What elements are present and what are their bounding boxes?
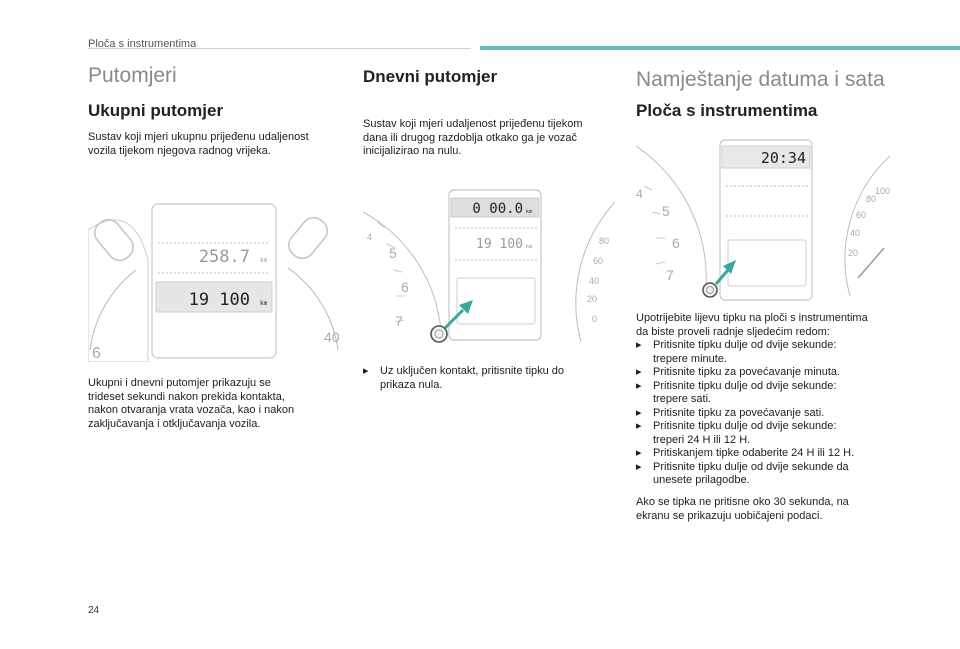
bullet-icon: ▸ [636, 420, 642, 432]
section-title-odometers: Putomjeri [88, 64, 177, 87]
list-item: ▸ Pritiskanjem tipke odaberite 24 H ili 1… [636, 447, 936, 461]
bullet-icon: ▸ [636, 447, 642, 459]
bullet-icon: ▸ [636, 366, 642, 378]
rpm-tick: 7 [395, 313, 403, 329]
list-item: ▸ Pritisnite tipku za povećavanje sati. [636, 407, 936, 421]
speed-tick: 100 [875, 186, 890, 196]
instrument-panel-figure-clock: 4 5 6 7 20:34 100 80 60 40 20 [636, 136, 890, 302]
trip-unit: km [260, 257, 268, 264]
total-odometer-value: 19 100 [189, 290, 250, 310]
text-line: zaključavanja i otključavanja vozila. [88, 417, 261, 430]
rpm-tick: 5 [389, 245, 397, 261]
text-line: da biste proveli radnje sljedećim redom: [636, 325, 830, 338]
speed-tick: 40 [850, 228, 860, 238]
intro-trip-odometer: Sustav koji mjeri udaljenost prijeđenu t… [363, 118, 625, 159]
trip-odometer-reset-value: 0 00.0 [472, 201, 523, 217]
date-time-steps: ▸ Pritisnite tipku dulje od dvije sekunde… [636, 339, 936, 488]
text-line: inicijalizirao na nulu. [363, 145, 462, 157]
text-line: trideset sekundi nakon prekida kontakta, [88, 390, 285, 403]
text-line: Sustav koji mjeri udaljenost prijeđenu t… [363, 118, 583, 130]
speed-tick: 40 [589, 276, 599, 286]
intro-total-odometer: Sustav koji mjeri ukupnu prijeđenu udalj… [88, 131, 350, 158]
speed-tick: 20 [587, 294, 597, 304]
text-line: Ukupni i dnevni putomjer prikazuju se [88, 377, 271, 389]
total-odometer-value: 19 100 [476, 237, 523, 252]
title-trip-odometer: Dnevni putomjer [363, 67, 498, 86]
bullet-icon: ▸ [363, 365, 369, 377]
rpm-tick: 5 [662, 203, 670, 219]
rpm-tick: 4 [636, 187, 643, 201]
speed-tick: 60 [593, 256, 603, 266]
section-title-date-time: Namještanje datuma i sata [636, 68, 885, 91]
text-line: dana ili drugog razdoblja otkako ga je v… [363, 131, 578, 144]
text-line: Pritisnite tipku za povećavanje sati. [653, 406, 825, 419]
page-number: 24 [88, 605, 100, 616]
text-line: ekranu se prikazuju uobičajeni podaci. [636, 509, 823, 522]
text-line: Pritisnite tipku dulje od dvije sekunde … [653, 460, 849, 473]
clock-display: 20:34 [761, 149, 806, 167]
bullet-icon: ▸ [636, 379, 642, 392]
text-line: Pritisnite tipku dulje od dvije sekunde: [653, 420, 837, 432]
pointer-arrow-icon [443, 300, 473, 330]
rpm-tick: 6 [672, 235, 680, 251]
text-line: Upotrijebite lijevu tipku na ploči s ins… [636, 312, 868, 324]
gauge-label-right: 40 [324, 329, 340, 345]
rpm-tick: 4 [367, 232, 372, 242]
text-line: Pritisnite tipku za povećavanje minuta. [653, 366, 841, 378]
list-item: ▸ Pritisnite tipku dulje od dvije sekunde… [636, 339, 936, 366]
list-item: ▸ Pritisnite tipku dulje od dvije sekunde… [636, 420, 936, 447]
speed-tick: 60 [856, 210, 866, 220]
speed-tick: 20 [848, 248, 858, 258]
intro-date-time: Upotrijebite lijevu tipku na ploči s ins… [636, 312, 936, 339]
text-line: treperi 24 H ili 12 H. [653, 433, 751, 446]
list-item: ▸ Pritisnite tipku dulje od dvije sekunde… [636, 461, 936, 488]
outro-total-odometer: Ukupni i dnevni putomjer prikazuju se tr… [88, 377, 350, 431]
text-line: unesete prilagodbe. [653, 474, 750, 486]
subtitle-instrument-panel: Ploča s instrumentima [636, 101, 818, 120]
subtitle-total-odometer: Ukupni putomjer [88, 101, 224, 120]
speed-tick: 80 [866, 194, 876, 204]
list-item: ▸ Uz uključen kontakt, pritisnite tipku … [363, 365, 625, 392]
text-line: Pritiskanjem tipke odaberite 24 H ili 12… [653, 447, 855, 459]
total-unit: km [260, 300, 268, 307]
trip-odometer-value: 258.7 [199, 247, 250, 267]
trip-reset-steps: ▸ Uz uključen kontakt, pritisnite tipku … [363, 365, 625, 392]
speed-tick: 0 [592, 314, 597, 324]
bullet-icon: ▸ [636, 406, 642, 419]
outro-date-time: Ako se tipka ne pritisne oko 30 sekunda,… [636, 496, 936, 523]
text-line: nakon otvaranja vrata vozača, kao i nako… [88, 404, 295, 416]
reset-button-icon[interactable] [430, 325, 448, 343]
instrument-panel-figure-trip: 4 5 6 7 0 00.0 km 19 100 km 80 60 40 20 … [363, 182, 615, 350]
text-line: prikaza nula. [380, 378, 443, 391]
trip-unit: km [526, 209, 532, 215]
text-line: trepere sati. [653, 393, 712, 405]
rpm-tick: 7 [666, 267, 674, 283]
rpm-tick: 6 [401, 279, 409, 295]
bullet-icon: ▸ [636, 339, 642, 351]
text-line: Pritisnite tipku dulje od dvije sekunde: [653, 379, 837, 392]
list-item: ▸ Pritisnite tipku za povećavanje minuta. [636, 366, 936, 380]
speed-tick: 80 [599, 236, 609, 246]
text-line: vozila tijekom njegova radnog vrijeka. [88, 144, 271, 157]
running-header: Ploča s instrumentima [88, 38, 197, 50]
header-rule [88, 48, 471, 49]
total-unit: km [526, 244, 532, 250]
text-line: Uz uključen kontakt, pritisnite tipku do [380, 365, 565, 377]
text-line: Pritisnite tipku dulje od dvije sekunde: [653, 339, 837, 351]
list-item: ▸ Pritisnite tipku dulje od dvije sekunde… [636, 380, 936, 407]
gauge-label-left: 6 [92, 345, 101, 362]
header-accent-bar [480, 46, 960, 50]
bullet-icon: ▸ [636, 460, 642, 473]
text-line: Sustav koji mjeri ukupnu prijeđenu udalj… [88, 131, 309, 143]
text-line: trepere minute. [653, 352, 727, 365]
left-button-icon[interactable] [702, 282, 718, 298]
text-line: Ako se tipka ne pritisne oko 30 sekunda,… [636, 496, 849, 508]
pointer-arrow-icon [714, 260, 736, 285]
instrument-panel-figure-total: 258.7 km 19 100 km 6 40 [88, 200, 340, 362]
